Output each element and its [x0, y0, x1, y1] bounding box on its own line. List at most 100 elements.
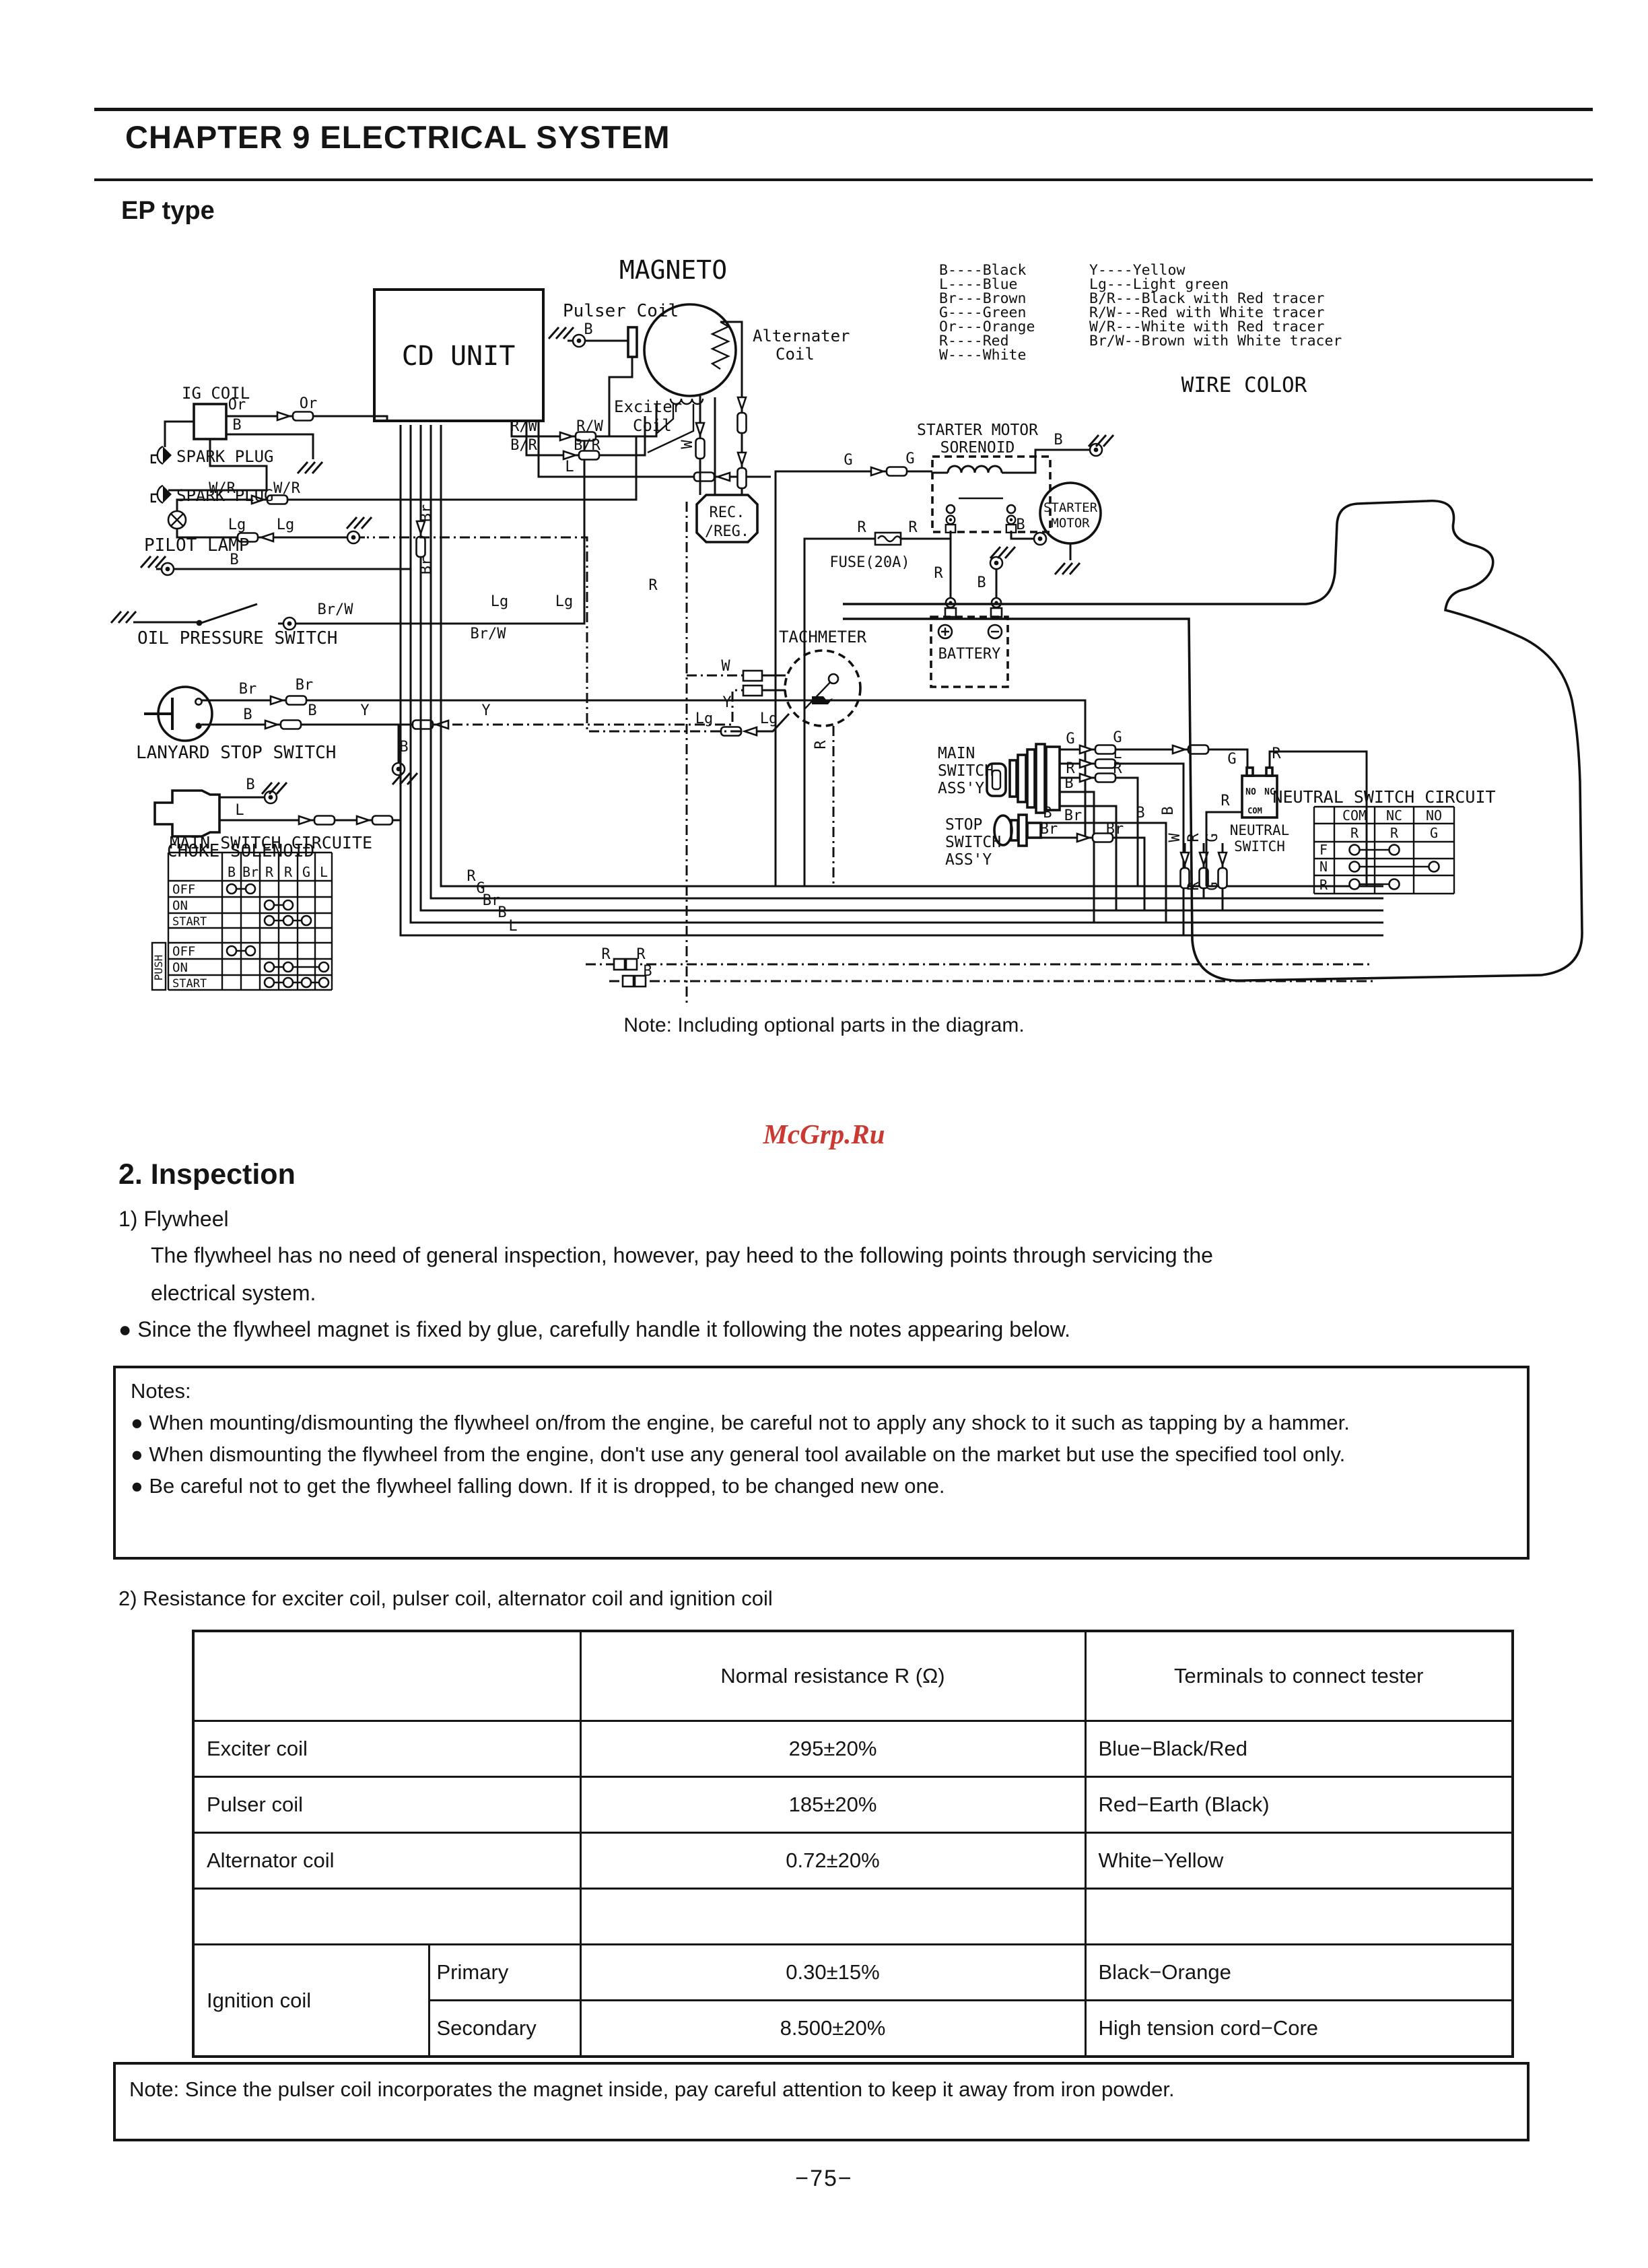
res-row-value: 0.30±15%	[579, 1943, 1087, 2001]
exciter-coil-label2: Coil	[633, 416, 672, 435]
wire-label: B	[497, 904, 506, 921]
res-row-name: Pulser coil	[192, 1776, 582, 1834]
wire-label: W	[721, 658, 730, 675]
starter-solenoid-label: STARTER MOTOR	[917, 422, 1038, 439]
ig-coil-label: IG COIL	[182, 384, 250, 403]
wire-label: R/W	[510, 418, 537, 435]
wire-color-legend-left: B----BlackL----BlueBr---BrownG----GreenO…	[939, 262, 1035, 364]
wire-label: B	[308, 702, 316, 719]
res-header-terminals: Terminals to connect tester	[1084, 1630, 1514, 1722]
res-header-empty	[192, 1630, 582, 1722]
svg-text:R: R	[1319, 877, 1328, 893]
wire-label: Or	[300, 395, 318, 412]
wire-label: Y	[481, 702, 490, 719]
wire-label: B	[1054, 432, 1062, 448]
wire-label: W/R---White with Red tracer	[1089, 319, 1325, 335]
wire-label: R	[636, 946, 646, 963]
wire-label: Br	[296, 677, 314, 694]
res-row-name: Exciter coil	[192, 1720, 582, 1778]
wire-label: Lg	[555, 593, 574, 610]
wire-label: G----Green	[939, 304, 1026, 321]
wire-label: Y	[360, 702, 369, 719]
svg-text:R: R	[265, 864, 274, 880]
wire-label: L	[508, 918, 517, 935]
stop-switch-assy-label: STOP	[945, 816, 982, 834]
fuse-label: FUSE(20A)	[829, 554, 909, 571]
rec-reg-label: REC.	[710, 504, 745, 521]
neutral-switch-label2: SWITCH	[1234, 838, 1285, 855]
wire-label: B/R	[510, 437, 537, 454]
wire-label: B/R---Black with Red tracer	[1089, 290, 1325, 307]
wire-label: R	[857, 519, 866, 536]
wire-label: B	[243, 706, 252, 723]
wire-label: G	[905, 451, 914, 467]
wire-label: Br/W	[318, 601, 354, 618]
spark-plug-label-2: SPARK PLUG	[176, 486, 274, 505]
wire-label: R	[601, 946, 611, 963]
wire-label: B----Black	[939, 262, 1026, 279]
wire-label: R	[1272, 745, 1281, 762]
wire-color-title: WIRE COLOR	[1181, 373, 1307, 397]
starter-solenoid-label2: SORENOID	[940, 439, 1015, 457]
wire-label: Lg	[491, 593, 509, 610]
wire-label: L	[565, 459, 574, 475]
main-switch-assy-label3: ASS'Y	[938, 780, 984, 797]
svg-text:PUSH: PUSH	[152, 955, 165, 981]
wire-label: B	[977, 574, 986, 591]
svg-text:Br: Br	[242, 864, 259, 880]
res-row-sub: Primary	[427, 1943, 582, 2001]
wire-label: Br	[239, 681, 257, 698]
wire-label: R	[813, 740, 829, 749]
wire-label: Or---Orange	[939, 319, 1035, 335]
wire-label: Br/W	[471, 626, 507, 642]
wire-label: R	[1113, 760, 1122, 777]
header-rule-top	[94, 108, 1593, 111]
wire-label: G	[1227, 751, 1236, 768]
wire-label: R/W	[576, 418, 603, 435]
stop-switch-assy-label3: ASS'Y	[945, 851, 992, 869]
res-row-value: 0.72±20%	[579, 1832, 1087, 1890]
res-row-name: Alternator coil	[192, 1832, 582, 1890]
wire-label: B	[584, 321, 592, 338]
wire-label: W/R	[273, 480, 300, 497]
res-header-resistance: Normal resistance R (Ω)	[579, 1630, 1087, 1722]
svg-text:R: R	[1390, 825, 1399, 841]
wire-label: Y	[722, 694, 731, 711]
wire-label: R	[648, 577, 658, 594]
flywheel-bullet: ● Since the flywheel magnet is fixed by …	[118, 1317, 1070, 1341]
wire-label: W	[679, 440, 696, 449]
wire-label: L	[235, 802, 244, 819]
wire-label: G	[844, 452, 852, 469]
neutral-switch-label: NEUTRAL	[1230, 822, 1290, 838]
section-subtitle: EP type	[121, 197, 215, 225]
neutral-switch-nc: NC	[1264, 787, 1275, 797]
res-row-terminals: Black−Orange	[1084, 1943, 1514, 2001]
wire-label: R	[1186, 833, 1202, 842]
alternater-coil-label2: Coil	[776, 345, 815, 364]
wire-label: B	[246, 776, 254, 793]
svg-text:G: G	[1430, 825, 1438, 841]
wire-label: B	[1043, 805, 1052, 822]
watermark: McGrp.Ru	[763, 1119, 885, 1149]
wire-label: Lg	[277, 516, 295, 533]
cd-unit-box	[373, 288, 545, 422]
notes-box: Notes: ● When mounting/dismounting the f…	[113, 1366, 1530, 1560]
magneto-circle	[643, 303, 737, 397]
wire-label: R	[1221, 793, 1230, 809]
wire-label: Lg	[695, 710, 714, 727]
flywheel-subheading: 1) Flywheel	[118, 1207, 229, 1231]
wiring-diagram: MAGNETO CD UNIT Pulser Coil Alternater C…	[110, 255, 1583, 1003]
res-row-value: 8.500±20%	[579, 1999, 1087, 2058]
wire-label: B	[1064, 775, 1073, 792]
svg-text:R: R	[284, 864, 293, 880]
wire-label: B	[232, 417, 241, 434]
resistance-heading: 2) Resistance for exciter coil, pulser c…	[118, 1587, 773, 1610]
resistance-table: Normal resistance R (Ω) Terminals to con…	[192, 1630, 1514, 2058]
wire-label: G	[476, 880, 485, 897]
wire-label: Br	[1040, 821, 1058, 838]
alternater-coil-label: Alternater	[753, 327, 850, 345]
svg-text:L: L	[320, 864, 328, 880]
wire-label: B/R	[574, 437, 600, 454]
page-title: CHAPTER 9 ELECTRICAL SYSTEM	[125, 119, 671, 155]
wire-label: G	[1204, 881, 1221, 890]
